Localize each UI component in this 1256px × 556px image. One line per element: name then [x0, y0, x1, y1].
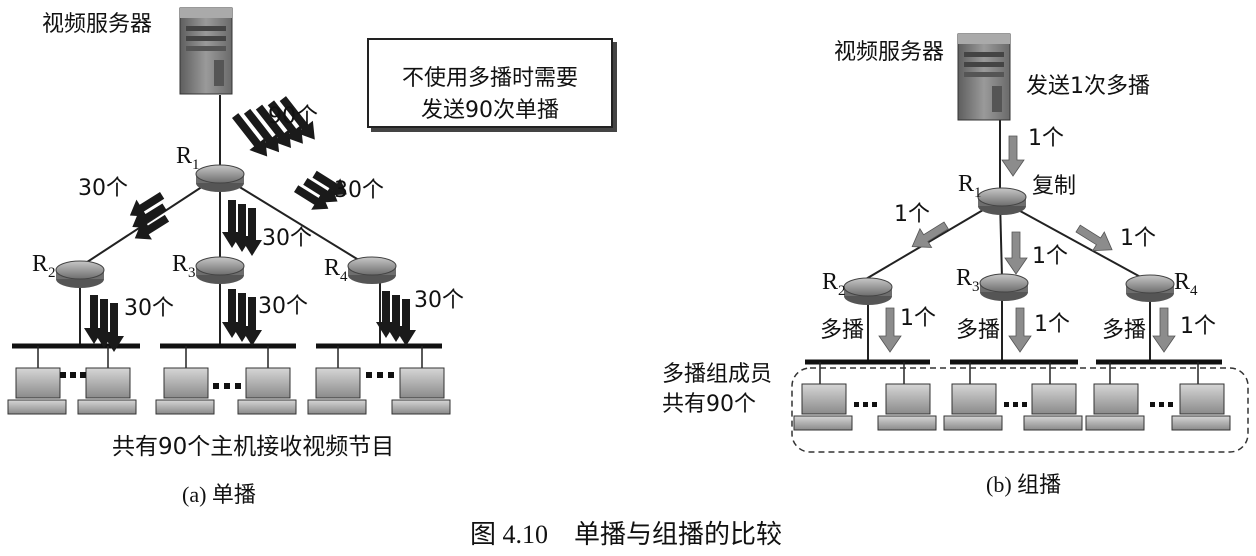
right-server-label: 视频服务器 [834, 40, 945, 65]
unicast-note-box: 不使用多播时需要 发送90次单播 [367, 38, 613, 128]
host-pc [155, 367, 215, 415]
left-router-r2 [55, 260, 105, 288]
host-pc [307, 367, 367, 415]
right-router-r2-label: R2 [822, 269, 846, 299]
multicast-group-boundary [791, 367, 1249, 453]
right-copy-label: 复制 [1032, 174, 1077, 199]
left-router-r3-label: R3 [172, 251, 196, 281]
right-router-r3 [979, 273, 1029, 301]
right-video-server [957, 33, 1011, 121]
left-count-r1-r4: 30个 [334, 178, 384, 203]
right-router-r2 [843, 277, 893, 305]
right-router-r4-label: R4 [1174, 269, 1198, 299]
left-host-ellipsis [60, 372, 394, 389]
arrow-bundle-r4-lan [376, 291, 416, 346]
left-router-r4-label: R4 [324, 255, 348, 285]
right-send-label: 发送1次多播 [1026, 74, 1150, 99]
left-arrows [84, 96, 416, 352]
right-count-r1-r4: 1个 [1120, 226, 1156, 251]
host-pc [77, 367, 137, 415]
host-pc [7, 367, 67, 415]
right-count-lan-1: 1个 [900, 306, 936, 331]
right-multicast-label-1: 多播 [820, 318, 865, 343]
right-host-drops [819, 362, 1199, 384]
right-multicast-label-2: 多播 [956, 318, 1001, 343]
left-count-r1-r2: 30个 [78, 176, 128, 201]
right-count-lan-3: 1个 [1180, 314, 1216, 339]
host-pc [1023, 383, 1083, 431]
group-label-line-2: 共有90个 [662, 392, 756, 417]
left-video-server [179, 7, 233, 95]
note-line-2: 发送90次单播 [421, 98, 559, 123]
arrow-r1-r2 [911, 221, 949, 248]
host-pc [793, 383, 853, 431]
arrow-r2-lan [878, 307, 902, 353]
left-router-r3 [195, 256, 245, 284]
left-router-r1-label: R1 [176, 143, 200, 173]
arrow-r1-r3 [1004, 231, 1028, 275]
right-count-lan-2: 1个 [1034, 312, 1070, 337]
left-router-r4 [347, 256, 397, 284]
arrow-r4-lan [1152, 307, 1176, 353]
left-hosts [7, 367, 451, 415]
right-router-r3-label: R3 [956, 265, 980, 295]
left-count-server: 90个 [268, 104, 318, 129]
left-caption: (a) 单播 [182, 482, 256, 507]
host-pc [237, 367, 297, 415]
host-pc [391, 367, 451, 415]
host-pc [943, 383, 1003, 431]
arrow-bundle-r1-r3 [222, 200, 262, 256]
arrow-bundle-r1-r2 [129, 192, 170, 240]
host-pc [877, 383, 937, 431]
host-pc [1171, 383, 1231, 431]
figure-caption: 图 4.10 单播与组播的比较 [470, 520, 783, 549]
right-count-server: 1个 [1028, 126, 1064, 151]
right-router-r1-label: R1 [958, 171, 982, 201]
right-router-r4 [1125, 274, 1175, 302]
right-host-ellipsis [854, 402, 1173, 407]
left-summary: 共有90个主机接收视频节目 [112, 434, 395, 460]
arrow-r3-lan [1008, 307, 1032, 353]
arrow-bundle-r2-lan [84, 295, 124, 352]
right-multicast-label-3: 多播 [1102, 318, 1147, 343]
note-line-1: 不使用多播时需要 [401, 66, 578, 91]
arrow-bundle-r3-lan [222, 289, 262, 346]
left-router-r2-label: R2 [32, 251, 56, 281]
left-count-r4-lan: 30个 [414, 288, 464, 313]
right-caption: (b) 组播 [986, 472, 1062, 497]
left-server-label: 视频服务器 [42, 12, 153, 37]
right-arrows [878, 135, 1176, 353]
host-pc [1085, 383, 1145, 431]
arrow-bundle-r1-r4 [294, 170, 347, 210]
right-hosts [793, 383, 1231, 431]
left-count-r3-lan: 30个 [258, 294, 308, 319]
right-router-r1 [977, 187, 1027, 215]
left-router-r1 [195, 164, 245, 192]
right-count-r1-r2: 1个 [894, 202, 930, 227]
left-count-r1-r3: 30个 [262, 226, 312, 251]
left-host-drops [37, 346, 423, 368]
right-count-r1-r3: 1个 [1032, 244, 1068, 269]
arrow-r1-r4 [1075, 224, 1113, 252]
group-label-line-1: 多播组成员 [662, 362, 773, 387]
left-count-r2-lan: 30个 [124, 296, 174, 321]
arrow-server-r1 [1001, 135, 1025, 177]
arrow-bundle-server-r1 [232, 96, 315, 157]
